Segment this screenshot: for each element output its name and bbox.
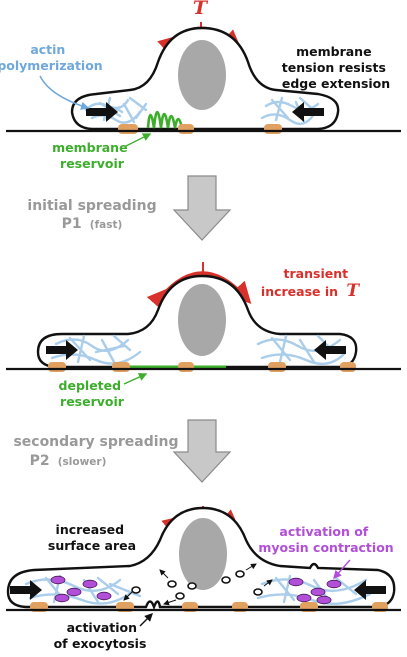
panel-3-spread-cell: increased surface area activation of myo… bbox=[6, 506, 401, 651]
nucleus bbox=[178, 284, 226, 356]
reservoir-label: membrane reservoir bbox=[52, 140, 132, 171]
protrusion-arrow-right-icon bbox=[354, 580, 386, 600]
depleted-reservoir-pointer bbox=[123, 373, 148, 385]
nucleus bbox=[179, 518, 227, 590]
step-2-title: secondary spreading bbox=[13, 434, 178, 450]
step-1: initial spreading P1 (fast) bbox=[27, 175, 232, 241]
myosin-motors bbox=[50, 575, 342, 605]
step-2: secondary spreading P2 (slower) bbox=[13, 419, 232, 483]
panel-2-spread-cell: transient increase in T depl bbox=[6, 262, 401, 409]
actin-network-left bbox=[50, 334, 142, 365]
protrusion-arrow-left-icon bbox=[46, 340, 78, 360]
step-2-phase: P2 (slower) bbox=[30, 450, 107, 469]
panel-1-initial-cell: T actin polymeri bbox=[0, 0, 401, 171]
depleted-reservoir-label: depleted reservoir bbox=[59, 378, 126, 409]
membrane-reservoir bbox=[146, 110, 184, 129]
tension-label: membrane tension resists edge extension bbox=[282, 44, 391, 91]
protrusion-arrow-right-icon bbox=[314, 340, 346, 360]
surface-area-label: increased surface area bbox=[48, 522, 136, 553]
step-1-phase: P1 (fast) bbox=[62, 213, 123, 232]
step-2-arrow-icon bbox=[172, 419, 232, 483]
actin-network-right bbox=[256, 574, 372, 606]
exocytic-vesicles bbox=[131, 570, 263, 600]
actin-network-left bbox=[24, 574, 142, 605]
protrusion-arrow-left-icon bbox=[10, 580, 42, 600]
tension-symbol: T bbox=[193, 0, 209, 19]
protrusion-arrow-right-icon bbox=[292, 102, 324, 122]
vesicle-trajectory-arrows bbox=[123, 563, 273, 606]
exocytosis-pointer bbox=[139, 613, 153, 627]
protrusion-arrow-left-icon bbox=[86, 102, 118, 122]
step-1-title: initial spreading bbox=[27, 198, 156, 214]
actin-pointer bbox=[39, 75, 90, 110]
exocytosis-label: activation of exocytosis bbox=[54, 620, 147, 651]
transient-tension-label: transient increase in T bbox=[261, 266, 360, 301]
nucleus bbox=[178, 40, 226, 110]
step-1-arrow-icon bbox=[172, 175, 232, 241]
myosin-pointer bbox=[333, 559, 351, 580]
actin-label: actin polymerization bbox=[0, 42, 103, 73]
myosin-label: activation of myosin contraction bbox=[258, 524, 393, 555]
reservoir-pointer bbox=[125, 133, 152, 147]
